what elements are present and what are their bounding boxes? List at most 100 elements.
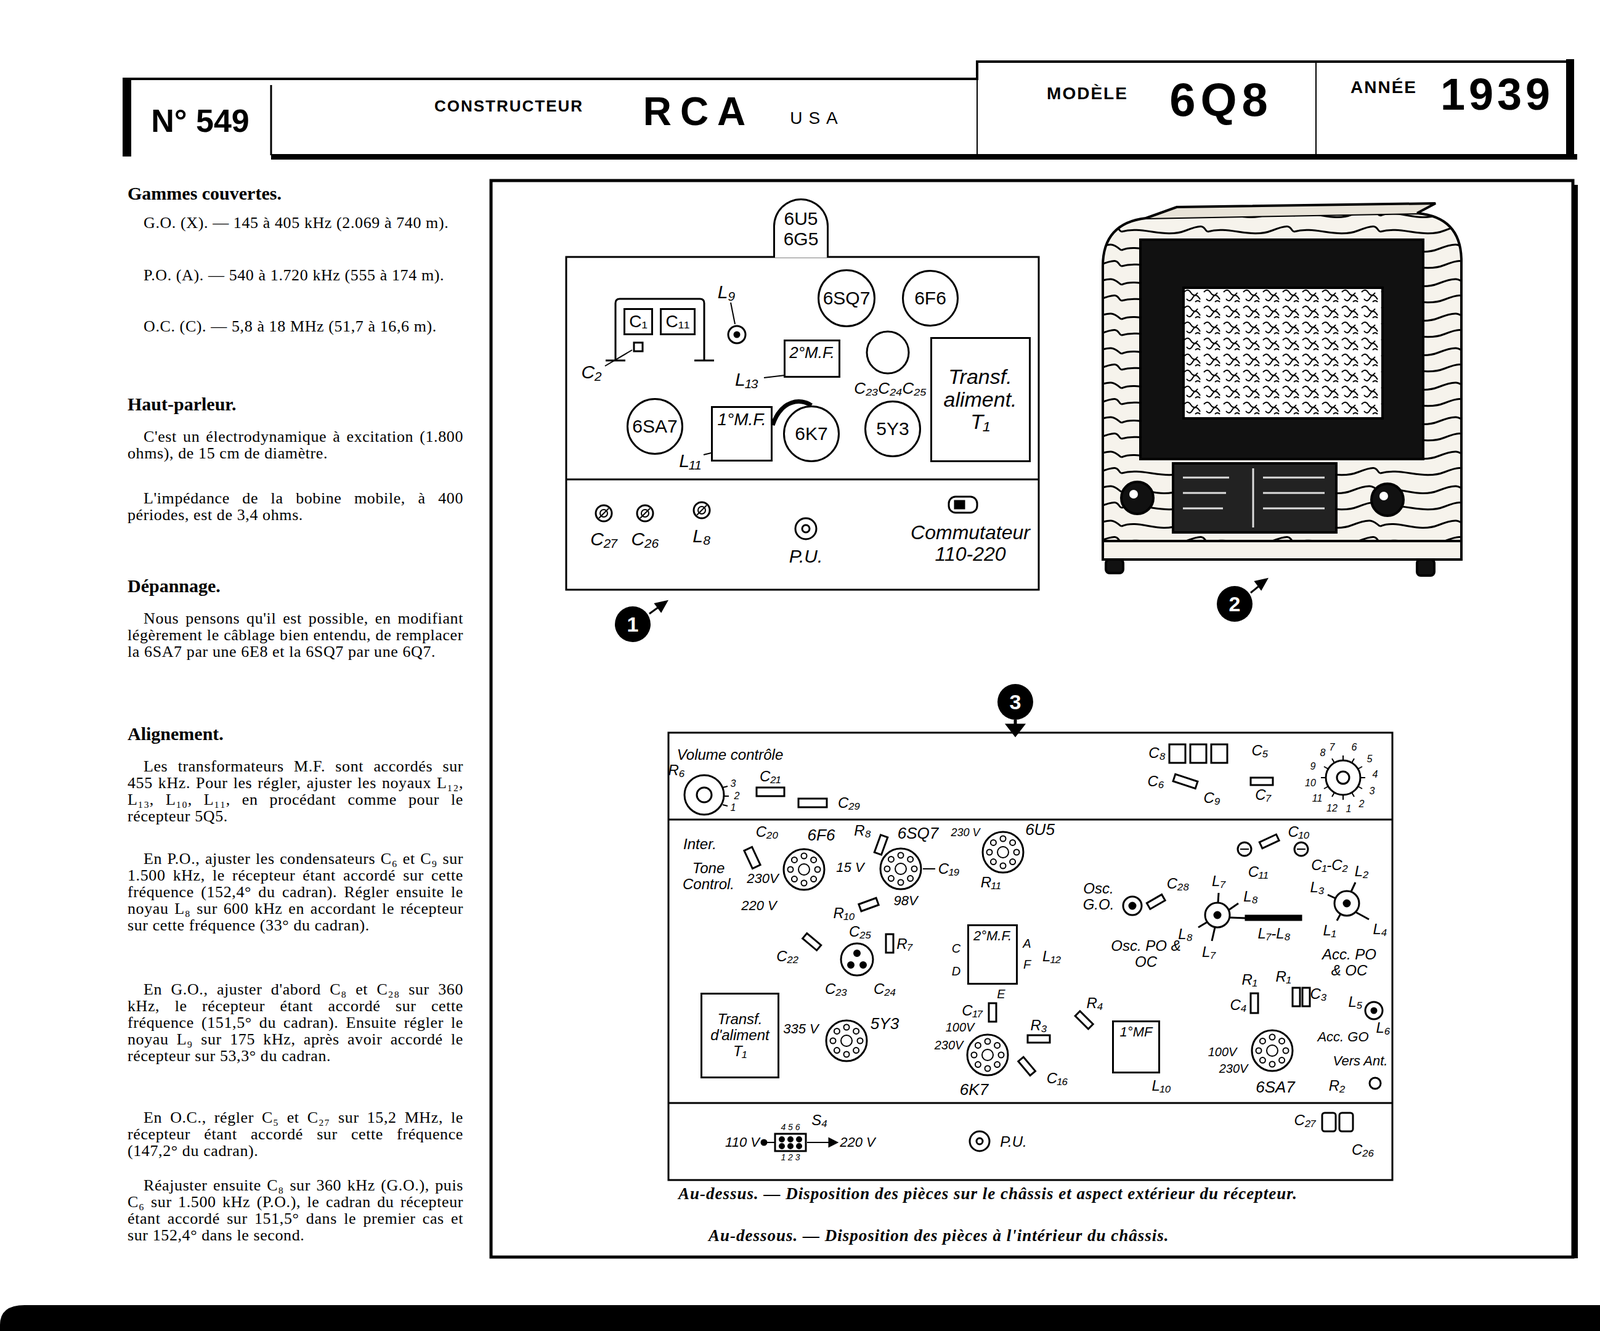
body-text: En P.O., ajuster les condensateurs C₆ et… xyxy=(127,850,464,934)
chassis-bottom-view xyxy=(1169,744,1186,763)
pin-number: 1 xyxy=(1346,803,1352,814)
pin-number: 5 xyxy=(1367,753,1373,764)
cabinet-illustration xyxy=(1145,203,1436,219)
chassis-top-view xyxy=(566,478,1039,481)
chassis-bottom-view xyxy=(756,787,785,796)
chassis-bottom-view xyxy=(1320,755,1366,800)
body-text: Réajuster ensuite C₈ sur 360 kHz (G.O.),… xyxy=(127,1176,464,1244)
voltage-label: 230V xyxy=(746,871,779,886)
body-text: Nous pensons qu'il est possible, en modi… xyxy=(127,609,464,660)
maker-name: RCA xyxy=(643,90,755,134)
part-label: L₃ xyxy=(1310,879,1325,896)
part-label: Acc. GO xyxy=(1317,1029,1369,1045)
part-label: L₆ xyxy=(1375,1019,1390,1036)
part-label: L₉ xyxy=(717,282,736,302)
pin-number: C xyxy=(951,942,961,956)
pin-number: E xyxy=(996,987,1005,1002)
model-number: 6Q8 xyxy=(1169,74,1273,126)
chassis-bottom-view xyxy=(826,1020,867,1061)
page-edge xyxy=(0,1304,1600,1331)
part-label: S₄ xyxy=(811,1112,828,1129)
pin-number: 1 2 3 xyxy=(780,1152,800,1162)
part-label: C₆ xyxy=(1147,773,1165,790)
body-text: L'impédance de la bobine mobile, à 400 p… xyxy=(127,489,464,524)
chassis-bottom-view xyxy=(1251,1030,1293,1071)
header-frame xyxy=(1315,61,1317,156)
transformer-box: Transf. aliment. T₁ xyxy=(930,337,1031,463)
chassis-bottom-view xyxy=(854,950,861,957)
part-label: L₇-L₈ xyxy=(1257,925,1291,942)
chassis-bottom-view xyxy=(744,847,761,869)
part-label: C₄ xyxy=(1230,996,1247,1013)
tube-circle: 6SQ7 xyxy=(817,269,877,328)
chassis-bottom-view xyxy=(982,831,1024,873)
chassis-bottom-view xyxy=(1018,1056,1036,1076)
part-label: R₁ xyxy=(1242,971,1258,988)
part-label: C₂₃C₂₄C₂₅ xyxy=(853,379,926,397)
part-label: C₂₀ xyxy=(755,823,779,840)
part-label: C₁₇ xyxy=(961,1002,983,1019)
chassis-bottom-view xyxy=(829,1138,837,1146)
part-label: C₂₅ xyxy=(848,923,872,940)
caption-text: Au-dessus. — Disposition des pièces sur … xyxy=(678,1184,1403,1204)
chassis-top-view xyxy=(948,496,978,513)
chassis-bottom-view xyxy=(1129,902,1136,909)
voltage-label: 230V xyxy=(1219,1062,1249,1076)
if-transformer-box: 2°M.F. xyxy=(967,924,1018,985)
section-heading: Gammes couvertes. xyxy=(127,183,464,204)
part-label: C₁-C₂ xyxy=(1311,856,1348,874)
body-text: P.O. (A). — 540 à 1.720 kHz (555 à 174 m… xyxy=(127,266,464,284)
callout-number: 1 xyxy=(614,606,651,642)
tube-label: 6F6 xyxy=(807,826,836,844)
chassis-bottom-view xyxy=(1369,1077,1381,1089)
chassis-bottom-view xyxy=(797,1137,802,1142)
figure-frame xyxy=(491,180,1573,1257)
header-frame xyxy=(1566,59,1575,159)
part-label: C₂ xyxy=(580,362,602,382)
chassis-bottom-view xyxy=(1075,1011,1093,1029)
part-label: Osc. G.O. xyxy=(1070,880,1127,913)
chassis-bottom-view xyxy=(922,868,936,870)
node-label: 6SQ7 xyxy=(823,288,871,309)
chassis-bottom-view xyxy=(761,1139,767,1145)
cabinet-illustration xyxy=(1102,213,1462,558)
voltage-label: 220 V xyxy=(839,1134,876,1150)
chassis-bottom-view xyxy=(775,1133,806,1151)
part-label: C₂₂ xyxy=(776,948,799,965)
header-frame xyxy=(122,61,1572,79)
part-label: C₂₃ xyxy=(824,980,848,997)
section-heading: Dépannage. xyxy=(127,576,464,596)
part-label: C₂₁ xyxy=(759,768,781,785)
header-frame xyxy=(270,85,273,156)
tube-circle: 6F6 xyxy=(901,269,959,327)
chassis-bottom-view xyxy=(1245,915,1302,920)
pin-number: 3 xyxy=(730,778,737,789)
header-number: N° 549 xyxy=(150,103,250,139)
pin-number: D xyxy=(951,964,961,979)
part-label: R₃ xyxy=(1030,1017,1048,1034)
chassis-bottom-view xyxy=(1146,894,1166,910)
cabinet-illustration xyxy=(1182,468,1325,528)
header-frame xyxy=(271,154,1578,160)
part-label: L₁₂ xyxy=(1042,948,1061,965)
chassis-bottom-view xyxy=(976,1137,983,1145)
transformer-box: Transf. d'aliment T₁ xyxy=(700,992,780,1079)
voltage-label: 220 V xyxy=(741,898,777,914)
chassis-top-view xyxy=(595,505,612,522)
part-label: R₈ xyxy=(853,822,871,839)
chassis-bottom-view xyxy=(668,1102,1393,1105)
voltage-label: 230 V xyxy=(950,826,981,839)
cabinet-illustration xyxy=(1371,483,1404,516)
part-label: R₁ xyxy=(1275,968,1292,985)
tube-label: 6SQ7 xyxy=(897,824,939,842)
chassis-top-view xyxy=(866,331,909,374)
part-label: Tone Control. xyxy=(671,860,746,893)
chassis-bottom-view xyxy=(1296,848,1306,850)
part-label: Osc. PO & OC xyxy=(1105,937,1186,970)
voltage-label: 230V xyxy=(934,1038,964,1053)
caption-text: Au-dessous. — Disposition des pièces à l… xyxy=(708,1226,1418,1246)
part-label: L₁₀ xyxy=(1151,1077,1171,1094)
part-label: C₁₉ xyxy=(938,860,960,877)
chassis-top-view xyxy=(605,298,715,361)
pin-number: 1 xyxy=(730,802,737,813)
